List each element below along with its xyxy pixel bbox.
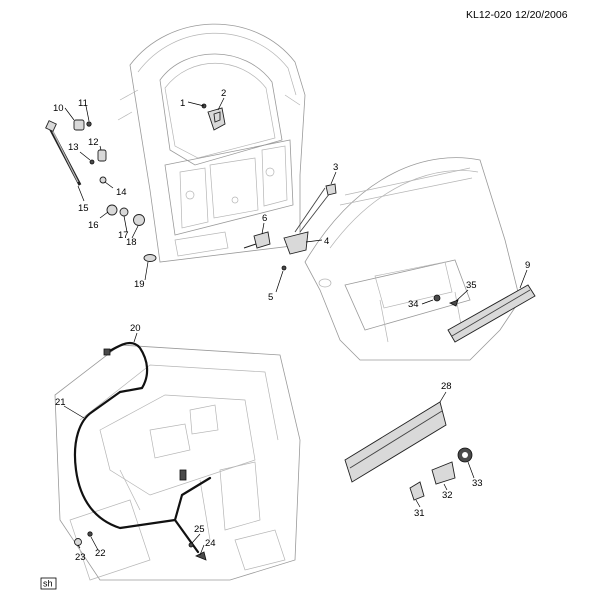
callout-33: 33 bbox=[472, 478, 483, 489]
callout-31: 31 bbox=[414, 508, 425, 519]
callout-1: 1 bbox=[180, 98, 185, 109]
callout-14: 14 bbox=[116, 187, 127, 198]
part-24-clip bbox=[195, 551, 207, 561]
callout-34: 34 bbox=[408, 299, 419, 310]
callout-6: 6 bbox=[262, 213, 267, 224]
part-18-bumper bbox=[133, 214, 145, 226]
rear-panel-drawing bbox=[304, 157, 521, 361]
leaders bbox=[63, 97, 528, 556]
part-12-cap bbox=[97, 149, 107, 162]
callout-2: 2 bbox=[221, 88, 226, 99]
diagram-code: KL12-020 bbox=[466, 9, 512, 21]
part-31-clip bbox=[409, 481, 425, 501]
callout-5: 5 bbox=[268, 292, 273, 303]
callout-22: 22 bbox=[95, 548, 106, 559]
part-28-molding bbox=[344, 401, 447, 483]
part-32-bracket bbox=[431, 461, 456, 485]
part-5-bolt bbox=[281, 265, 287, 271]
callout-23: 23 bbox=[75, 552, 86, 563]
part-13-clip bbox=[89, 159, 95, 165]
callout-35: 35 bbox=[466, 280, 477, 291]
callout-12: 12 bbox=[88, 137, 99, 148]
part-20-harness bbox=[106, 341, 149, 394]
part-3-bracket bbox=[325, 183, 337, 196]
callout-3: 3 bbox=[333, 162, 338, 173]
part-23-grommet bbox=[74, 538, 82, 546]
body-interior-drawing bbox=[54, 344, 301, 581]
part-20-connector bbox=[103, 348, 111, 356]
part-11-clip bbox=[86, 121, 92, 127]
callout-13: 13 bbox=[68, 142, 79, 153]
callout-19: 19 bbox=[134, 279, 145, 290]
callout-15: 15 bbox=[78, 203, 89, 214]
callout-17: 17 bbox=[118, 230, 129, 241]
callout-25: 25 bbox=[194, 524, 205, 535]
callout-16: 16 bbox=[88, 220, 99, 231]
corner-tag-box bbox=[40, 577, 57, 590]
callout-11: 11 bbox=[78, 98, 88, 109]
corner-tag-text: sh bbox=[43, 579, 53, 589]
callout-24: 24 bbox=[205, 538, 216, 549]
part-10-bumper bbox=[73, 119, 85, 131]
part-21-harness bbox=[73, 390, 212, 554]
callout-10: 10 bbox=[53, 103, 64, 114]
part-25-clip bbox=[188, 542, 194, 548]
part-33-emblem-center bbox=[462, 452, 468, 458]
callout-4: 4 bbox=[324, 236, 329, 247]
callout-20: 20 bbox=[130, 323, 141, 334]
part-6-bracket bbox=[243, 231, 271, 249]
part-15-strut bbox=[45, 120, 82, 186]
part-17-grommet bbox=[119, 207, 129, 217]
part-21-connector bbox=[179, 469, 187, 481]
callout-21: 21 bbox=[55, 397, 66, 408]
liftgate-drawing bbox=[117, 23, 306, 263]
part-2-bracket bbox=[207, 107, 226, 131]
callout-32: 32 bbox=[442, 490, 453, 501]
part-16-grommet bbox=[106, 204, 118, 216]
part-19-plug bbox=[143, 254, 157, 262]
part-22-clip bbox=[87, 531, 93, 537]
callout-9: 9 bbox=[525, 260, 530, 271]
callout-28: 28 bbox=[441, 381, 452, 392]
part-4-latch bbox=[283, 187, 331, 255]
diagram-date: 12/20/2006 bbox=[515, 9, 568, 21]
part-14-clip bbox=[99, 176, 107, 184]
part-35-screw bbox=[449, 299, 459, 307]
part-34-nut bbox=[433, 294, 441, 302]
callout-18: 18 bbox=[126, 237, 137, 248]
part-9-applique bbox=[447, 284, 536, 343]
